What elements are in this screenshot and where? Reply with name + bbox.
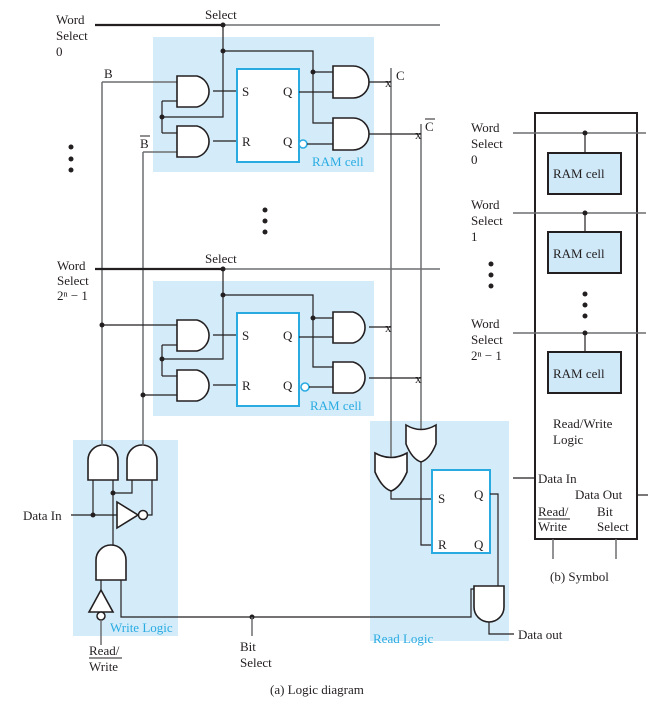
wired-or-x: x: [385, 75, 392, 90]
svg-text:S: S: [438, 491, 445, 506]
and-gate-write-enable: [95, 544, 127, 581]
sym-rw-logic-2: Logic: [553, 432, 584, 447]
sym-wsl-1: Word: [471, 316, 500, 331]
c-label: C: [396, 68, 405, 83]
sym-bit-select-2: Select: [597, 519, 629, 534]
read-write-label-1: Read/: [89, 643, 120, 658]
and-gate-set-last: [176, 319, 210, 352]
sym-ws1-3: 1: [471, 229, 478, 244]
svg-text:Q: Q: [283, 84, 293, 99]
ram-cell-label-last: RAM cell: [310, 398, 362, 413]
bit-select-label-2: Select: [240, 655, 272, 670]
sym-read-write-2: Write: [538, 519, 567, 534]
and-gate-out-bar-0: [332, 117, 370, 151]
word-select-0-label-1: Word: [56, 12, 85, 27]
write-logic-label: Write Logic: [110, 620, 173, 635]
symbol-ram-cell-last: [547, 351, 622, 394]
sym-rw-logic-1: Read/Write: [553, 416, 613, 431]
b-bar-label: B: [140, 136, 149, 151]
sym-read-write-1: Read/: [538, 504, 569, 519]
svg-text:Q: Q: [283, 134, 293, 149]
select-label-0: Select: [205, 7, 237, 22]
not-gate-data-in: [116, 500, 140, 530]
svg-text:Q: Q: [474, 487, 484, 502]
symbol-outline: [534, 112, 638, 540]
and-gate-set-0: [176, 75, 210, 108]
symbol-ram-cell-0: [547, 152, 622, 195]
sr-latch-cell-last: [236, 312, 300, 407]
or-gate-c-bar: [405, 423, 437, 463]
word-select-last-label-3: 2ⁿ − 1: [57, 288, 88, 303]
sym-data-out: Data Out: [575, 487, 623, 502]
and-gate-write-b: [87, 444, 119, 481]
sym-ws1-2: Select: [471, 213, 503, 228]
sym-wsl-3: 2ⁿ − 1: [471, 348, 502, 363]
svg-text:RAM cell: RAM cell: [553, 246, 605, 261]
sym-bit-select-1: Bit: [597, 504, 613, 519]
inverted-output-bubble: [298, 139, 308, 149]
b-label: B: [104, 66, 113, 81]
or-gate-c: [374, 451, 408, 492]
data-in-label: Data In: [23, 508, 62, 523]
c-bar-label: C: [425, 119, 434, 134]
and-gate-out-last: [332, 311, 366, 344]
svg-text:S: S: [242, 84, 249, 99]
caption-a: (a) Logic diagram: [270, 682, 364, 697]
word-select-last-label-1: Word: [57, 258, 86, 273]
svg-text:Q: Q: [283, 328, 293, 343]
symbol-ram-cell-1: [547, 231, 622, 274]
and-gate-out-0: [332, 65, 370, 99]
read-logic-label: Read Logic: [373, 631, 434, 646]
svg-text:x: x: [415, 127, 422, 142]
svg-text:R: R: [438, 537, 447, 552]
bit-select-label-1: Bit: [240, 639, 256, 654]
svg-text:R: R: [242, 134, 251, 149]
ram-cell-label-0: RAM cell: [312, 154, 364, 169]
svg-text:Q: Q: [283, 378, 293, 393]
and-gate-reset-last: [176, 369, 210, 402]
data-out-label: Data out: [518, 627, 563, 642]
word-select-0-label-2: Select: [56, 28, 88, 43]
svg-text:R: R: [242, 378, 251, 393]
and-gate-reset-0: [176, 125, 210, 158]
sym-ws0-2: Select: [471, 136, 503, 151]
read-write-label-2: Write: [89, 659, 118, 674]
word-select-last-label-2: Select: [57, 273, 89, 288]
sym-ws0-3: 0: [471, 152, 478, 167]
sym-data-in: Data In: [538, 471, 577, 486]
svg-text:Q: Q: [474, 537, 484, 552]
select-label-last: Select: [205, 251, 237, 266]
sym-ws1-1: Word: [471, 197, 500, 212]
svg-text:x: x: [385, 320, 392, 335]
sr-latch-read: [431, 469, 491, 554]
svg-text:RAM cell: RAM cell: [553, 166, 605, 181]
sym-wsl-2: Select: [471, 332, 503, 347]
and-gate-write-b-bar: [126, 444, 158, 481]
word-select-0-label-3: 0: [56, 44, 63, 59]
and-gate-out-bar-last: [332, 361, 366, 394]
and-gate-read-out: [473, 585, 505, 623]
sr-latch-cell-0: [236, 68, 300, 163]
sym-ws0-1: Word: [471, 120, 500, 135]
caption-b: (b) Symbol: [550, 569, 609, 584]
svg-text:x: x: [415, 371, 422, 386]
svg-text:S: S: [242, 328, 249, 343]
svg-text:RAM cell: RAM cell: [553, 366, 605, 381]
